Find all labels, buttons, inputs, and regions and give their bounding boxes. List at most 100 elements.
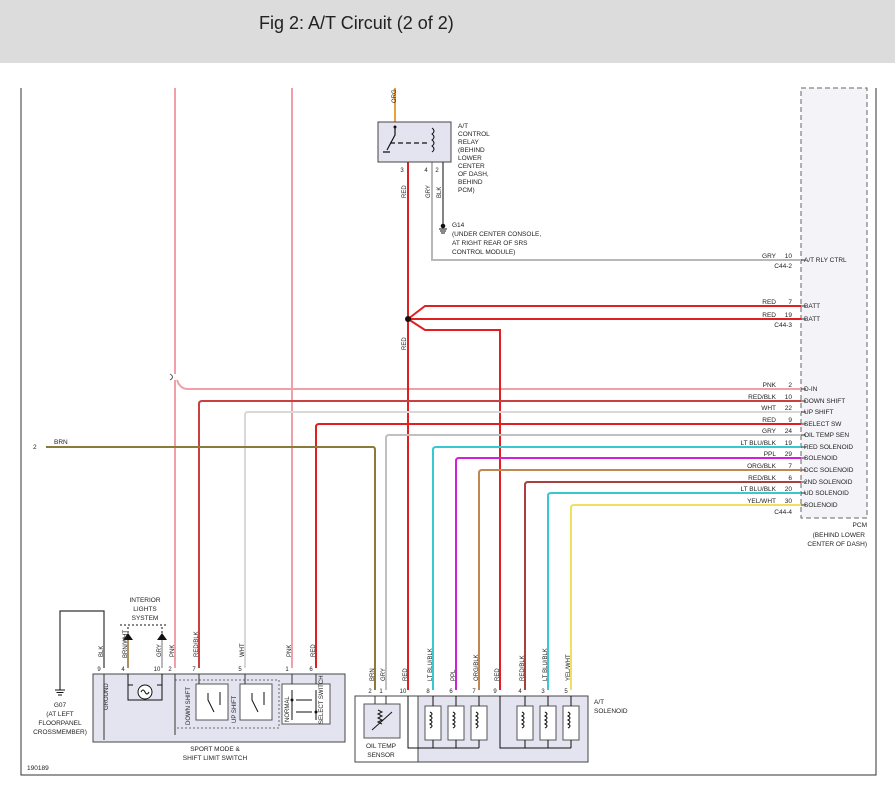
ground-g07-symbol <box>55 689 65 696</box>
switch-pin-number: 4 <box>121 667 125 673</box>
solenoid-pin-number: 9 <box>493 689 497 695</box>
pcm-pin-number: 29 <box>785 451 793 458</box>
g07-id: G07 <box>54 702 67 709</box>
pcm-pin-number: 6 <box>788 475 792 482</box>
wire-red-blk-2nd <box>524 481 801 690</box>
sport-switch-wire-labels: 9BLK4BRN/WHT10GRY2PNK7RED/BLK5WHT1PNK6RE… <box>97 630 317 673</box>
pcm-connector-c44-2: C44-2 <box>774 263 792 270</box>
wire-splice-to-solenoid <box>407 318 501 690</box>
switch-pin-number: 6 <box>309 667 313 673</box>
pcm-label-1: PCM <box>853 522 867 529</box>
switch-wire-color: GRY <box>157 644 163 657</box>
wire-d-in <box>176 379 801 390</box>
solenoid-wire-color: YEL/WHT <box>566 654 572 681</box>
wire-blk-ground <box>59 610 105 690</box>
pcm-connector-c44-4: C44-4 <box>774 509 792 516</box>
pcm-pin-number: 7 <box>788 463 792 470</box>
switch-wire-color: PNK <box>287 645 293 657</box>
pcm-wire-color: PPL <box>764 451 777 458</box>
relay-label-line: CONTROL <box>458 131 490 138</box>
wire-lt-blu-blk-19 <box>432 446 801 690</box>
solenoid-pin-number: 5 <box>564 689 568 695</box>
interior-lights-label-2: LIGHTS <box>133 606 157 613</box>
solenoid-wire-color: RED <box>403 668 409 681</box>
pcm-wire-color: RED/BLK <box>748 475 776 482</box>
switch-wire-color: BRN/WHT <box>123 630 129 658</box>
solenoid-caption-2: SOLENOID <box>594 708 628 715</box>
wire-select-sw <box>315 423 801 668</box>
relay-label-line: A/T <box>458 123 468 130</box>
switch-wire-color: PNK <box>170 645 176 657</box>
switch-wire-color: BLK <box>99 646 105 657</box>
solenoid-wire-color: RED/BLK <box>520 655 526 681</box>
pcm-pin-name: D-IN <box>804 386 818 393</box>
relay-label-line: LOWER <box>458 155 482 162</box>
pcm-label-2: (BEHIND LOWER <box>813 532 866 539</box>
solenoid-pin-number: 6 <box>449 689 453 695</box>
switch-pin-number: 9 <box>97 667 101 673</box>
relay-label-line: RELAY <box>458 139 479 146</box>
sport-mode-switch-body <box>92 673 346 743</box>
solenoid-pin-number: 4 <box>518 689 522 695</box>
relay-wire-color: GRY <box>426 185 432 198</box>
pcm-pin-number: 2 <box>788 382 792 389</box>
wire-org-blk <box>478 469 801 690</box>
relay-pin-number: 3 <box>400 168 404 174</box>
solenoid-wire-color: LT BLU/BLK <box>428 648 434 681</box>
pcm-pin-number: 24 <box>785 428 793 435</box>
relay-pin-number: 4 <box>424 168 428 174</box>
pcm-pin-number: 9 <box>788 417 792 424</box>
wire-crossover <box>169 373 173 381</box>
switch-label-select: SELECT SWITCH <box>319 675 325 724</box>
wire-oil-temp <box>385 434 801 690</box>
pcm-pin-number: 30 <box>785 498 793 505</box>
figure-title: Fig 2: A/T Circuit (2 of 2) <box>259 13 454 33</box>
switch-caption-1: SPORT MODE & <box>190 746 240 753</box>
at-solenoid-body <box>407 695 589 763</box>
relay-top-wire-color: ORG <box>392 89 398 103</box>
solenoid-caption-1: A/T <box>594 699 604 706</box>
oil-temp-pin-number: 2 <box>368 689 372 695</box>
pcm-pin-number: 10 <box>785 394 793 401</box>
pcm-wire-color: GRY <box>762 253 777 260</box>
at-control-relay <box>377 121 452 163</box>
pcm-wire-color: ORG/BLK <box>747 463 777 470</box>
pcm-pin-name: 2ND SOLENOID <box>804 479 853 486</box>
solenoid-pin-number: 3 <box>541 689 545 695</box>
pcm-wire-color: PNK <box>763 382 777 389</box>
wire-up-shift <box>244 411 801 668</box>
pcm-wire-color: RED <box>762 312 776 319</box>
switch-wire-color: RED <box>311 644 317 657</box>
solenoid-pin-number: 10 <box>400 689 407 695</box>
splice-wire-color: RED <box>402 337 408 350</box>
pcm-pin-name: BATT <box>804 303 820 310</box>
switch-pin-number: 2 <box>168 667 172 673</box>
g14-desc-1: (UNDER CENTER CONSOLE, <box>452 231 541 238</box>
wire-lt-blu-blk-20 <box>547 492 801 690</box>
pcm-pin-number: 19 <box>785 312 793 319</box>
solenoid-wire-color: PPL <box>451 669 457 681</box>
pcm-wire-color: RED/BLK <box>748 394 776 401</box>
pcm-connector-c44-3: C44-3 <box>774 322 792 329</box>
pcm-pin-name: BATT <box>804 316 820 323</box>
oil-temp-caption-1: OIL TEMP <box>366 743 396 750</box>
relay-label-line: CENTER <box>458 163 485 170</box>
switch-wire-color: WHT <box>240 643 246 657</box>
relay-label-line: (BEHIND <box>458 147 485 154</box>
figure-header: Fig 2: A/T Circuit (2 of 2) <box>0 0 895 63</box>
pcm-wire-color: GRY <box>762 428 777 435</box>
pcm-pin-name: SELECT SW <box>804 421 842 428</box>
pcm-pin-name: UD SOLENOID <box>804 490 849 497</box>
pcm-pin-name: SOLENOID <box>804 455 838 462</box>
oil-temp-pin-number: 1 <box>379 689 383 695</box>
diagram-frame <box>20 88 877 776</box>
pcm-pin-number: 22 <box>785 405 793 412</box>
pcm-wire-color: LT BLU/BLK <box>740 486 776 493</box>
pcm-pin-name: SOLENOID <box>804 502 838 509</box>
oil-temp-wire-color: BRN <box>370 668 376 681</box>
g07-desc-3: CROSSMEMBER) <box>33 729 87 736</box>
